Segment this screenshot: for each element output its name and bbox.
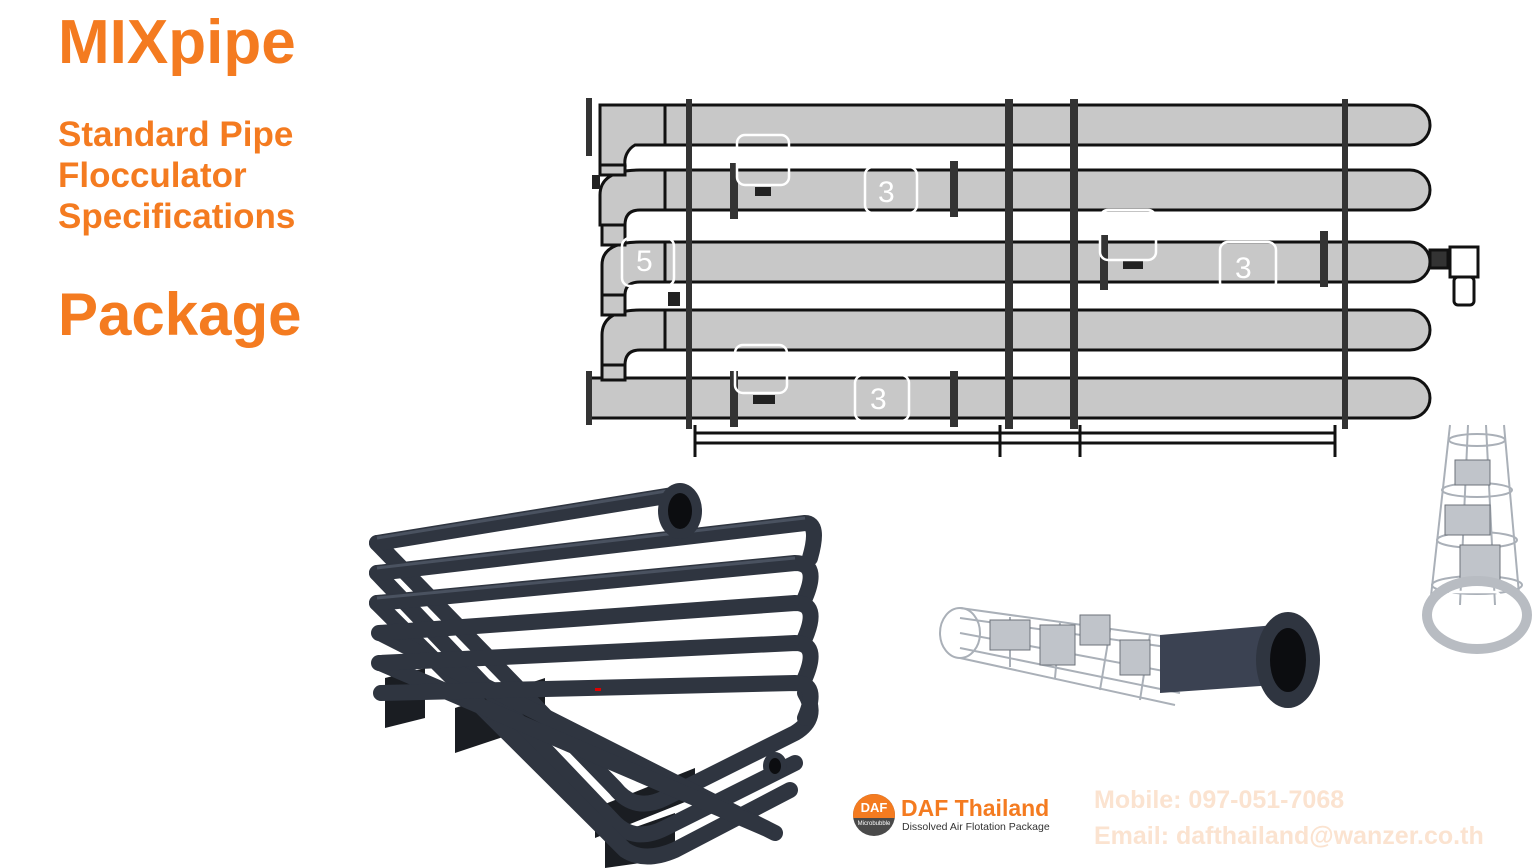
contact-mobile: Mobile: 097-051-7068 <box>1094 786 1345 814</box>
pipe-bend <box>600 308 667 367</box>
support-frame <box>693 425 1337 457</box>
callout-label: 5 <box>636 245 653 278</box>
badge-text: DAF <box>860 800 888 815</box>
callout-label: 3 <box>878 176 895 209</box>
pipe-row <box>658 103 1432 147</box>
daf-badge-icon: DAF Microbubble <box>853 794 895 836</box>
pipe-flocculator-diagram: 5 3 3 3 <box>586 98 1480 457</box>
outlet-fitting <box>1428 245 1480 307</box>
page-title: MIXpipe <box>58 8 296 77</box>
callout-label: 3 <box>1235 252 1252 285</box>
brand-tagline: Dissolved Air Flotation Package <box>902 821 1050 833</box>
pipe-bend <box>598 163 627 382</box>
pipe-row <box>658 240 1432 284</box>
page-subtitle: Standard Pipe Flocculator Specifications <box>58 114 295 237</box>
subtitle-line: Standard Pipe <box>58 115 294 154</box>
daf-thailand-logo: DAF Microbubble DAF Thailand Dissolved A… <box>853 794 1068 840</box>
subtitle-line: Specifications <box>58 197 296 236</box>
contact-email: Email: dafthailand@wanzer.co.th <box>1094 822 1484 850</box>
badge-subtext: Microbubble <box>857 821 891 827</box>
callout-label: 3 <box>1462 599 1479 632</box>
stacked-pipes <box>369 485 822 865</box>
subtitle-line: Flocculator <box>58 156 247 195</box>
valves <box>592 175 1143 404</box>
pipe-bend <box>600 240 667 297</box>
contact-info: Mobile: 097-051-7068 Email: dafthailand@… <box>1094 782 1484 854</box>
brand-name: DAF Thailand <box>901 795 1050 821</box>
cage-mixer-horizontal <box>939 607 1320 708</box>
callout-label: 3 <box>870 383 887 416</box>
pipe-row <box>658 168 1432 212</box>
pipe-bend <box>598 103 667 167</box>
pipe-row <box>658 308 1432 352</box>
flocculator-3d-render <box>369 483 822 868</box>
package-heading: Package <box>58 281 302 348</box>
pipe-bend <box>598 168 667 227</box>
cage-mixer-vertical: 3 <box>1422 424 1532 654</box>
flanges <box>586 98 1348 429</box>
